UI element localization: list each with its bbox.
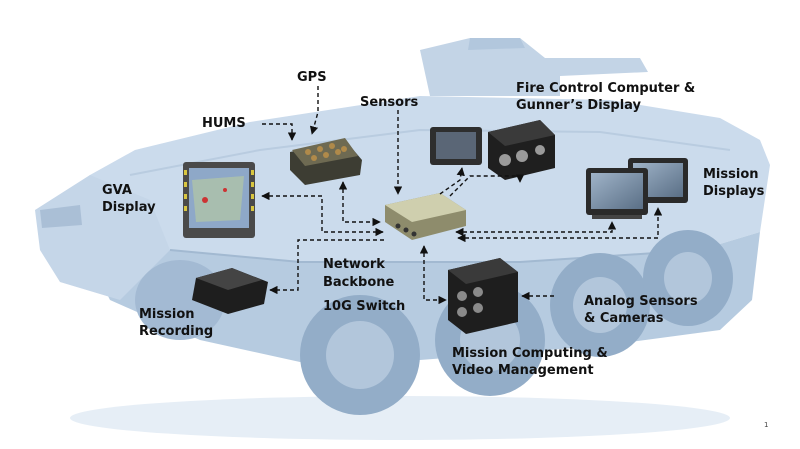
mission-recording-device — [192, 268, 268, 314]
gva-display-label-line-1: GVA — [102, 183, 132, 198]
gva-display-label: GVA Display — [102, 182, 156, 216]
network-label-line-1: Network — [323, 257, 385, 272]
mission-recording-label-line-1: Mission — [139, 307, 195, 322]
analog-label-line-1: Analog Sensors — [584, 294, 698, 309]
mission-displays-label: Mission Displays — [703, 166, 764, 200]
connector-hums-label — [262, 123, 297, 141]
network-label-line-3: 10G Switch — [323, 299, 406, 314]
connector-display-2 — [457, 207, 663, 243]
mission-computing-label: Mission Computing & Video Management — [452, 345, 608, 379]
sensors-label: Sensors — [360, 95, 419, 110]
network-switch-device — [385, 193, 466, 240]
fire-control-label-line-1: Fire Control Computer & — [516, 81, 696, 96]
connector-lines — [261, 86, 663, 305]
connector-recording — [269, 239, 384, 295]
connector-computing — [419, 245, 447, 305]
gva-display-device — [183, 162, 255, 238]
fire-control-label-line-2: Gunner’s Display — [516, 98, 642, 113]
mission-displays-device — [586, 158, 688, 219]
mission-displays-label-line-2: Displays — [703, 184, 765, 199]
hums-label: HUMS — [202, 116, 246, 131]
connector-gva-switch — [261, 191, 384, 237]
mission-computing-device — [448, 258, 518, 334]
connector-gunner-display — [439, 167, 465, 195]
computing-label-line-1: Mission Computing & — [452, 346, 608, 361]
page-number: 1 — [764, 421, 769, 429]
mission-recording-label: Mission Recording — [139, 306, 213, 340]
network-label-line-2: Backbone — [323, 275, 395, 290]
analog-sensors-label: Analog Sensors & Cameras — [584, 293, 698, 327]
fire-control-label: Fire Control Computer & Gunner’s Display — [516, 80, 695, 114]
connector-gps-hums — [309, 86, 319, 135]
hums-unit-device — [290, 138, 362, 185]
gps-label: GPS — [297, 70, 327, 85]
network-backbone-label: Network Backbone 10G Switch — [323, 256, 405, 316]
computing-label-line-2: Video Management — [452, 363, 594, 378]
analog-label-line-2: & Cameras — [584, 311, 664, 326]
gunner-display-device — [430, 127, 482, 165]
connector-fire-control — [449, 174, 525, 197]
mission-displays-label-line-1: Mission — [703, 167, 759, 182]
fire-control-computer-device — [488, 120, 555, 180]
gva-display-label-line-2: Display — [102, 200, 156, 215]
mission-recording-label-line-2: Recording — [139, 324, 214, 339]
